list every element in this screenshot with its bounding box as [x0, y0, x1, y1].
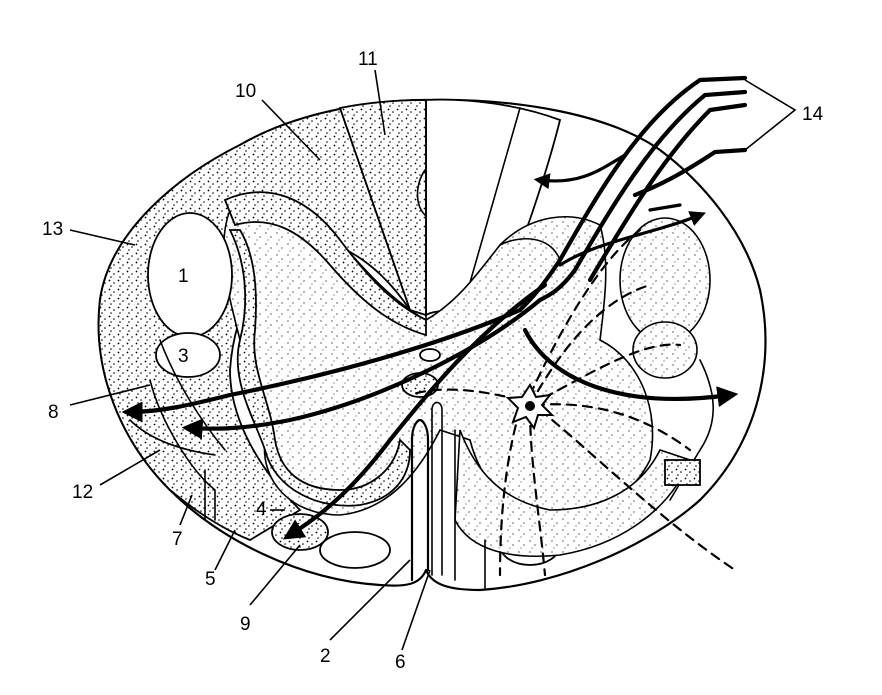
substantia-gelatinosa [223, 191, 427, 337]
ventral-median-fissure [410, 418, 430, 582]
right-dorsal-horn [499, 238, 561, 261]
dashed-projection-7 [408, 388, 522, 402]
root-fiber-branch-dorsal [533, 153, 627, 190]
leader-2 [329, 559, 411, 641]
tract-3 [155, 332, 221, 378]
leader-12 [99, 449, 161, 486]
central-canal [419, 348, 441, 362]
neuron-nucleus [525, 401, 535, 411]
right-lateral-border [669, 359, 714, 501]
label-5: 5 [205, 569, 216, 590]
leader-5 [214, 529, 236, 571]
tract-9-oval [271, 513, 329, 551]
root-fiber-branch-lateral [558, 211, 706, 267]
label-7: 7 [172, 529, 183, 550]
fiber-to-right-ventral [522, 327, 739, 408]
dashed-projection-4 [538, 408, 737, 572]
leader-7 [179, 494, 193, 526]
leader-9 [249, 544, 301, 606]
label-12: 12 [72, 482, 93, 503]
label-4: 4 [256, 499, 267, 520]
dorsal-intermediate-septum [339, 107, 411, 311]
leader-10 [261, 99, 321, 161]
leader-13 [69, 229, 136, 246]
dorsal-root-entry [416, 169, 426, 216]
leader-11 [374, 69, 386, 136]
label-3: 3 [178, 346, 189, 367]
label-14: 14 [802, 104, 824, 125]
label-8: 8 [48, 402, 59, 423]
label-6: 6 [395, 652, 406, 673]
dashed-projection-6 [498, 408, 522, 577]
leader-8 [69, 384, 151, 406]
fiber-to-12 [181, 297, 543, 440]
root-fiber-4 [632, 147, 748, 198]
ventral-horn-left [228, 229, 411, 507]
ventral-fissure-inner [431, 401, 443, 576]
tract-12-line [129, 419, 216, 456]
fiber-to-9 [282, 282, 548, 540]
leader-6 [401, 569, 431, 651]
right-lateral-tract-lower [632, 321, 698, 379]
right-anterior-block [664, 459, 701, 486]
label-2: 2 [320, 646, 331, 667]
dashed-projection-5 [528, 408, 547, 577]
label-11: 11 [358, 49, 378, 70]
label-13: 13 [42, 219, 63, 240]
dashed-projection-1 [528, 283, 652, 407]
left-ventral-tract-oval [319, 531, 391, 569]
root-fiber-2 [537, 89, 748, 303]
tract-1 [147, 212, 233, 338]
left-ventral-band [159, 339, 226, 451]
label-14-bracket [744, 79, 797, 151]
fiber-to-8 [121, 307, 523, 423]
dashed-projection-3 [533, 403, 692, 452]
label-1: 1 [178, 266, 189, 287]
dashed-projection-8 [528, 228, 642, 397]
label-10: 10 [235, 81, 256, 102]
root-fiber-5 [648, 203, 682, 212]
label-9: 9 [240, 614, 251, 635]
septum-right [464, 107, 521, 301]
